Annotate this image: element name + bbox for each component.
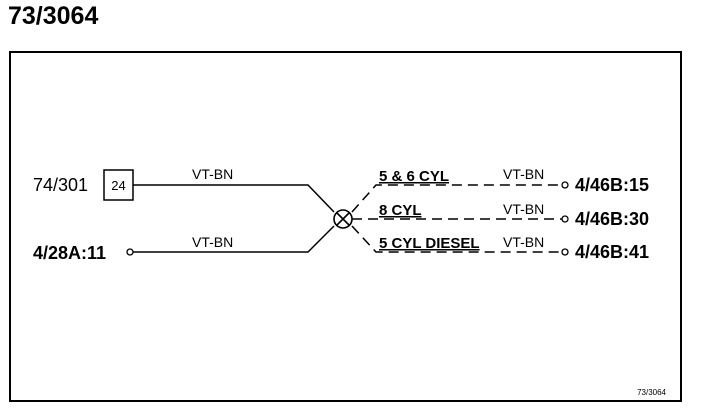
- branch-wire-color-1: VT-BN: [503, 166, 544, 182]
- page-title: 73/3064: [8, 2, 99, 30]
- destination-label-1: 4/46B:15: [575, 175, 649, 195]
- connector-pin-number: 24: [111, 178, 125, 193]
- terminal-circle: [561, 181, 569, 189]
- terminal-circle: [126, 248, 134, 256]
- splice-icon: [333, 209, 353, 229]
- wire-upper: [133, 184, 335, 213]
- branch-condition-3: 5 CYL DIESEL: [379, 235, 480, 252]
- branch-condition-1: 5 & 6 CYL: [379, 168, 449, 185]
- wire-color-label-lower: VT-BN: [192, 234, 233, 250]
- wire-color-label-upper: VT-BN: [192, 166, 233, 182]
- wire-lower: [133, 225, 335, 253]
- figure-id: 73/3064: [637, 388, 666, 397]
- connector-pin-box: [103, 169, 134, 201]
- destination-label-2: 4/46B:30: [575, 209, 649, 229]
- diagram-frame: [9, 51, 682, 402]
- branch-wire-color-2: VT-BN: [503, 201, 544, 217]
- branch-condition-2: 8 CYL: [379, 202, 422, 219]
- branch-wire-1: [351, 184, 562, 213]
- connector-label-74-301: 74/301: [33, 175, 88, 195]
- terminal-circle: [561, 248, 569, 256]
- terminal-circle: [561, 215, 569, 223]
- destination-label-3: 4/46B:41: [575, 242, 649, 262]
- branch-wire-color-3: VT-BN: [503, 234, 544, 250]
- branch-wire-3: [351, 225, 562, 253]
- connector-label-4-28a-11: 4/28A:11: [33, 243, 106, 263]
